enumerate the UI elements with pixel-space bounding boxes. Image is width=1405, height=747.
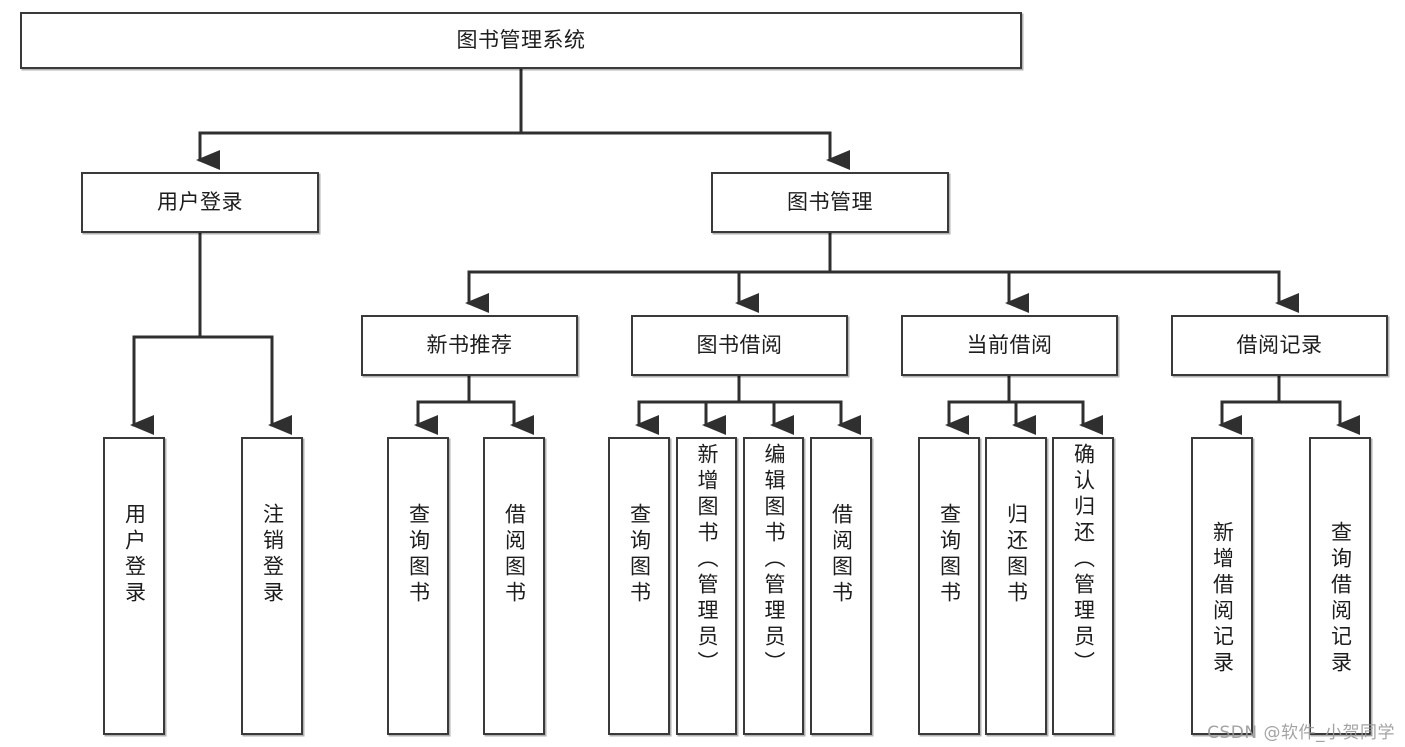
- leaf-node-return-book[interactable]: 归还图书: [985, 437, 1047, 735]
- node-label: 查询借阅记录: [1328, 521, 1353, 677]
- node-borrow-record[interactable]: 借阅记录: [1171, 315, 1388, 376]
- leaf-node-add-book-admin[interactable]: 新增图书（管理员）: [676, 437, 737, 735]
- node-label: 查询图书: [627, 503, 652, 607]
- node-label: 图书借阅: [696, 333, 783, 358]
- node-label: 编辑图书（管理员）: [762, 443, 786, 677]
- node-current-borrow[interactable]: 当前借阅: [901, 315, 1118, 376]
- node-label: 借阅图书: [502, 503, 527, 607]
- leaf-node-user-login[interactable]: 用户登录: [103, 437, 165, 735]
- leaf-node-query-book-recommend[interactable]: 查询图书: [387, 437, 449, 735]
- node-label: 借阅记录: [1236, 333, 1323, 358]
- leaf-node-logout-login[interactable]: 注销登录: [241, 437, 303, 735]
- node-label: 图书管理: [787, 190, 873, 215]
- leaf-node-edit-book-admin[interactable]: 编辑图书（管理员）: [743, 437, 804, 735]
- node-user-login[interactable]: 用户登录: [81, 172, 319, 233]
- node-label: 注销登录: [260, 503, 285, 607]
- node-label: 用户登录: [122, 503, 147, 607]
- node-root-book-management-system[interactable]: 图书管理系统: [20, 12, 1022, 69]
- leaf-node-add-borrow-record[interactable]: 新增借阅记录: [1191, 437, 1253, 735]
- node-label: 当前借阅: [966, 333, 1053, 358]
- node-label: 确认归还（管理员）: [1071, 443, 1096, 677]
- node-label: 新增借阅记录: [1210, 521, 1235, 677]
- node-label: 新书推荐: [426, 333, 513, 358]
- watermark-text: CSDN @软件_小贺同学: [1207, 723, 1395, 743]
- leaf-node-query-borrow-record[interactable]: 查询借阅记录: [1309, 437, 1371, 735]
- leaf-node-query-book-borrow[interactable]: 查询图书: [608, 437, 670, 735]
- node-label: 新增图书（管理员）: [695, 443, 719, 677]
- leaf-node-confirm-return-admin[interactable]: 确认归还（管理员）: [1052, 437, 1114, 735]
- leaf-node-borrow-book[interactable]: 借阅图书: [810, 437, 872, 735]
- node-new-book-recommend[interactable]: 新书推荐: [361, 315, 578, 376]
- node-label: 查询图书: [406, 503, 431, 607]
- node-book-management[interactable]: 图书管理: [711, 172, 949, 233]
- node-label: 图书管理系统: [456, 28, 586, 53]
- node-label: 归还图书: [1004, 503, 1029, 607]
- leaf-node-borrow-book-recommend[interactable]: 借阅图书: [483, 437, 545, 735]
- node-label: 用户登录: [157, 190, 243, 215]
- node-label: 借阅图书: [829, 503, 854, 607]
- node-label: 查询图书: [937, 503, 962, 607]
- leaf-node-query-book-current[interactable]: 查询图书: [918, 437, 980, 735]
- node-book-borrow[interactable]: 图书借阅: [631, 315, 848, 376]
